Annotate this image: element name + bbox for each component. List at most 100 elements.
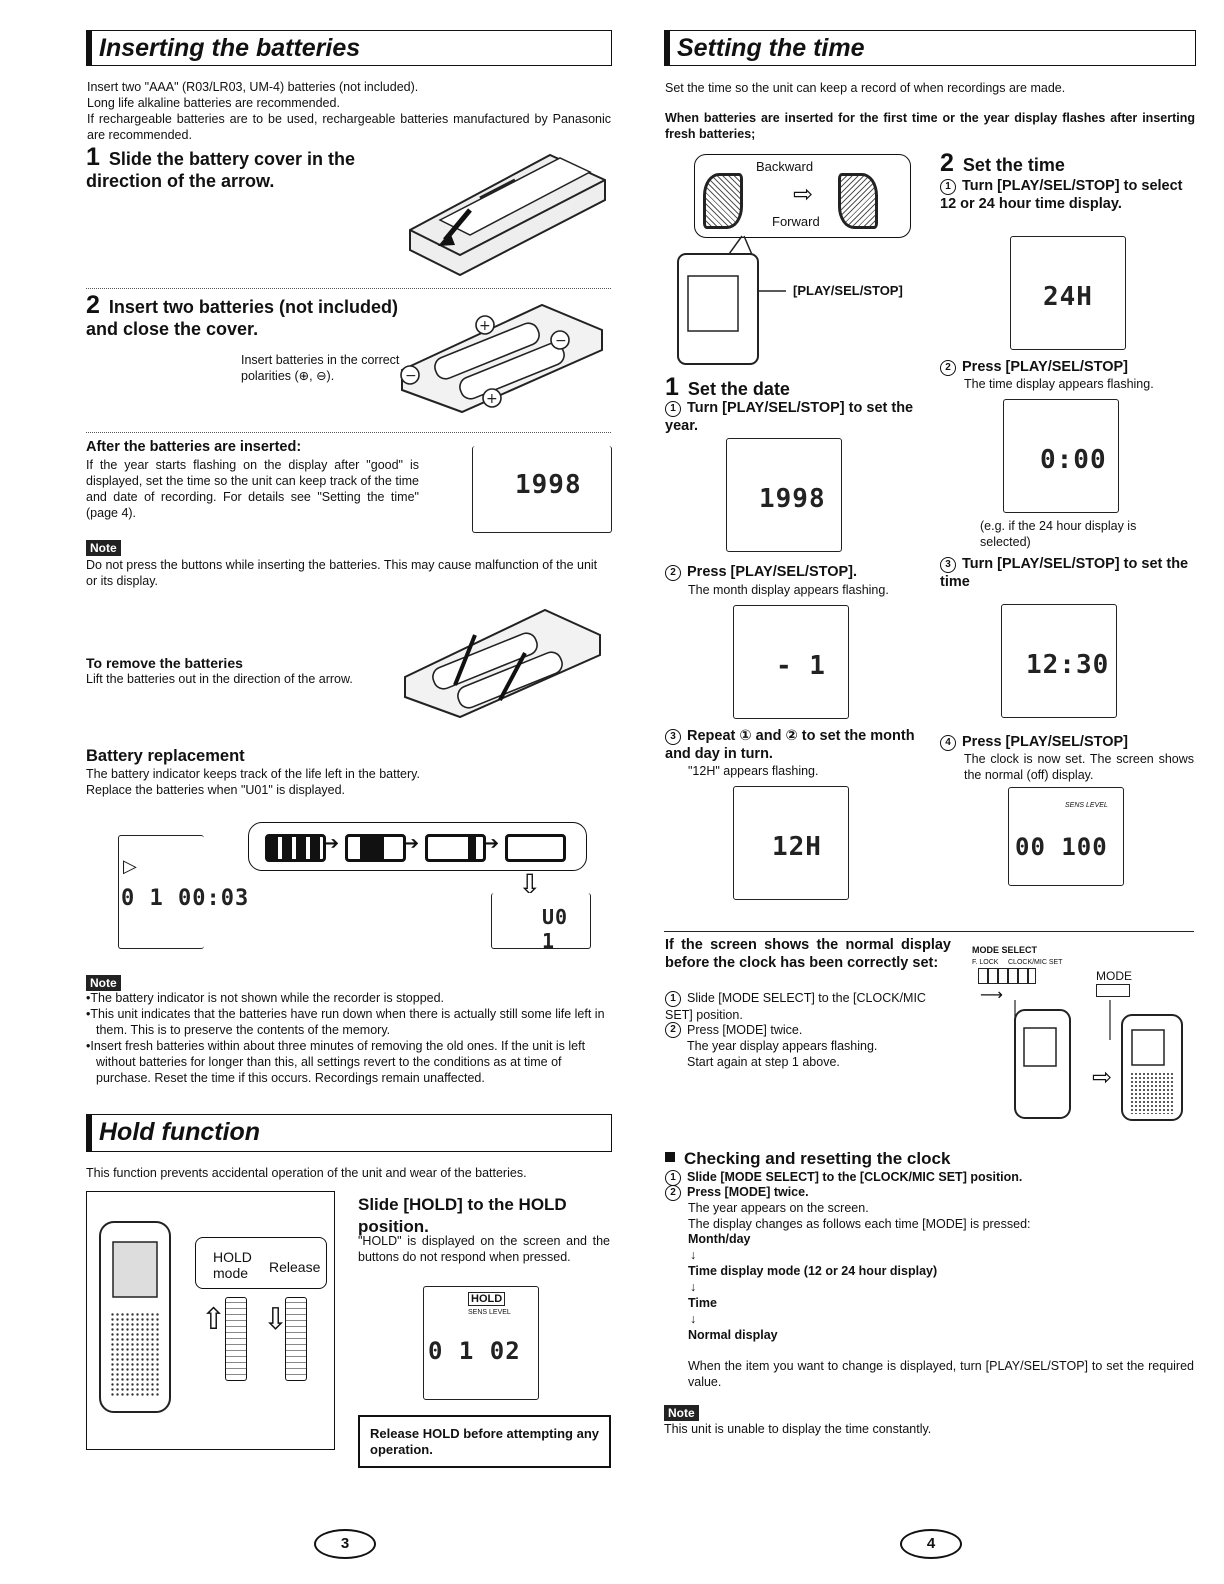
lcd-24h: 24H [1010, 236, 1126, 350]
arrow-icon: ➔ [404, 833, 420, 853]
right-arrow-icon: ⟶ [980, 987, 1003, 1004]
dial-backward-icon [703, 173, 743, 229]
check-reset-title: Checking and resetting the clock [665, 1150, 950, 1168]
svg-text:−: − [405, 368, 417, 384]
lcd-1230: 12:30 [1001, 604, 1117, 718]
up-arrow-icon: ⇧ [201, 1303, 227, 1336]
battery-cover-illustration [409, 153, 606, 277]
section-title: Inserting the batteries [99, 34, 361, 62]
mode-select-switch[interactable] [978, 968, 1036, 984]
lcd-digits: - 1 [776, 651, 826, 681]
down-arrow-icon: ⇩ [518, 869, 542, 900]
right-arrow-icon: ⇨ [1092, 1064, 1113, 1091]
sens-level-label: SENS LEVEL [468, 1309, 511, 1316]
release-label: Release [269, 1259, 321, 1275]
step-1-set-date: 1 Set the date [665, 373, 790, 401]
forward-label: Forward [772, 214, 820, 229]
note-list: •The battery indicator is not shown whil… [86, 990, 611, 1086]
recorder-side-illustration [1014, 1000, 1183, 1121]
first-time-instruction: When batteries are inserted for the firs… [665, 111, 1195, 141]
step-2-insert-batteries: 2 Insert two batteries (not included) an… [86, 291, 398, 340]
hold-illustration-frame: HOLD mode Release ⇧ ⇩ [86, 1191, 335, 1450]
flow-arrow-icon: ↓ [690, 1248, 697, 1262]
right-arrow-icon: ⇨ [793, 181, 814, 208]
check-text: The year appears on the screen. The disp… [688, 1201, 1031, 1231]
play-sel-stop-label: [PLAY/SEL/STOP] [793, 283, 903, 298]
backward-label: Backward [756, 159, 814, 174]
hold-switch-on [225, 1297, 247, 1381]
flow-item-4: Normal display [688, 1328, 778, 1342]
flow-arrow-icon: ↓ [690, 1312, 697, 1326]
remove-batteries-text: Lift the batteries out in the direction … [86, 672, 353, 686]
section-header-batteries: Inserting the batteries [86, 30, 612, 66]
clock-mic-set-label: CLOCK/MIC SET [1008, 959, 1063, 966]
recorder-top-illustration [677, 235, 786, 365]
normal-display-title: If the screen shows the normal display b… [665, 937, 951, 971]
lcd-12h: 12H [733, 786, 849, 900]
page-number-3: 3 [314, 1529, 376, 1559]
note-label: Note [86, 540, 121, 556]
battery-indicator-sequence [248, 822, 587, 871]
f-lock-label: F. LOCK [972, 959, 999, 966]
note-text: This unit is unable to display the time … [664, 1422, 932, 1436]
flow-item-3: Time [688, 1296, 717, 1310]
section-header-time: Setting the time [664, 30, 1196, 66]
lcd-u01-display: U0 1 [491, 893, 591, 953]
section-header-hold: Hold function [86, 1114, 612, 1152]
hold-switch-off [285, 1297, 307, 1381]
mode-select-label: MODE SELECT [972, 945, 1038, 955]
battery-replacement-title: Battery replacement [86, 747, 245, 765]
down-arrow-icon: ⇩ [263, 1303, 289, 1336]
dial-forward-icon [838, 173, 878, 229]
arrow-icon: ➔ [324, 833, 340, 853]
sens-level-label: SENS LEVEL [1065, 802, 1108, 809]
lcd-year: 1998 [726, 438, 842, 552]
section-title: Hold function [99, 1118, 261, 1146]
note-text: Do not press the buttons while inserting… [86, 558, 598, 588]
hold-step: Slide [HOLD] to the HOLD position. [358, 1195, 567, 1236]
header-bar [665, 31, 670, 65]
hold-intro: This function prevents accidental operat… [86, 1166, 527, 1180]
flow-item-1: Month/day [688, 1232, 751, 1246]
lcd-digits: 00 100 [1015, 833, 1108, 861]
time-intro: Set the time so the unit can keep a reco… [665, 81, 1066, 95]
play-icon: ▷ [123, 856, 137, 876]
hold-text: "HOLD" is displayed on the screen and th… [358, 1234, 610, 1264]
step-2d-text: The clock is now set. The screen shows t… [964, 752, 1194, 782]
lcd-digits: 1998 [515, 470, 582, 500]
battery-replacement-text: The battery indicator keeps track of the… [86, 767, 420, 797]
lcd-digits: 12H [772, 832, 822, 862]
mode-button[interactable] [1096, 984, 1130, 997]
svg-text:−: − [555, 333, 567, 349]
note-item: •This unit indicates that the batteries … [86, 1007, 605, 1037]
bullet-square-icon [665, 1152, 675, 1162]
svg-text:+: + [486, 391, 498, 407]
battery-insert-illustration: + + − − [400, 303, 603, 414]
step-1-slide-cover: 1 Slide the battery cover in the directi… [86, 143, 355, 192]
lcd-digits: 12:30 [1026, 650, 1110, 680]
flow-item-2: Time display mode (12 or 24 hour display… [688, 1264, 938, 1278]
lcd-0000: 0:00 [1003, 399, 1119, 513]
lcd-normal: SENS LEVEL 00 100 [1008, 787, 1124, 886]
flow-arrow-icon: ↓ [690, 1280, 697, 1294]
hold-warning-box: Release HOLD before attempting any opera… [358, 1415, 611, 1468]
lcd-digits: U0 1 [542, 905, 569, 953]
lcd-year-display: 1998 [472, 446, 612, 533]
battery-half-icon [345, 834, 406, 862]
hold-warning: Release HOLD before attempting any opera… [370, 1426, 599, 1457]
battery-low-icon [425, 834, 486, 862]
battery-full-icon [265, 834, 326, 862]
step-1c-text: "12H" appears flashing. [688, 764, 819, 778]
lcd-digits: 0 1 00:03 [121, 886, 250, 911]
jog-dial-callout [694, 154, 911, 238]
lcd-hold-display: HOLD SENS LEVEL 0 1 02 [423, 1286, 539, 1400]
hold-mode-label: HOLD mode [213, 1249, 252, 1281]
lcd-digits: 0:00 [1040, 445, 1107, 475]
